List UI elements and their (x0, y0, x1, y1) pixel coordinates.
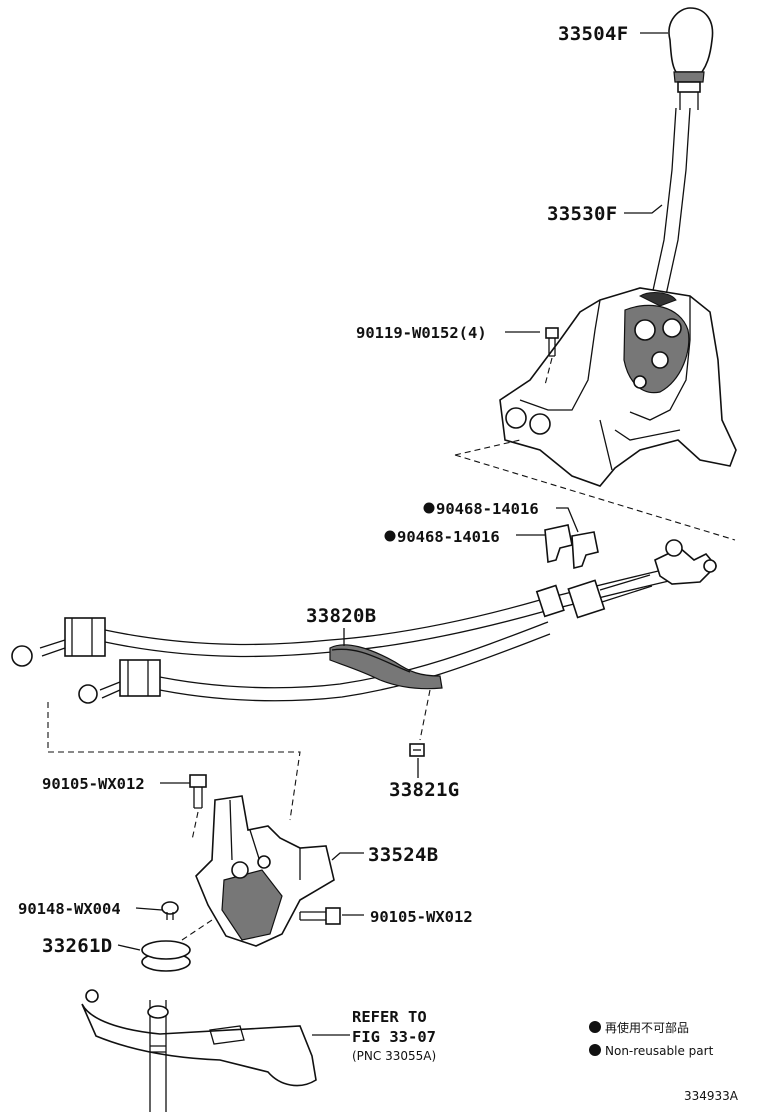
leader-lines (117, 32, 668, 1036)
shift-knob-drawing (668, 7, 714, 110)
label-bracket: 33524B (368, 844, 438, 866)
non-reusable-marker-b (384, 530, 396, 542)
label-bolt-top: 90119-W0152(4) (356, 324, 487, 342)
screw-washer-drawing (141, 901, 213, 972)
reference-line-1: REFER TO (352, 1008, 427, 1026)
clamp-drawing (409, 689, 431, 757)
label-bolt-right: 90105-WX012 (370, 908, 473, 926)
bolt-left-drawing (189, 774, 207, 841)
label-washer: 33261D (42, 935, 112, 957)
label-clip-b: 90468-14016 (397, 528, 500, 546)
bolt-top-drawing (544, 327, 559, 386)
reference-dashed-lines (47, 439, 736, 821)
bolt-right-drawing (299, 907, 341, 925)
label-lever: 33530F (547, 203, 617, 225)
reference-line-3: (PNC 33055A) (352, 1049, 436, 1063)
non-reusable-marker-a (423, 502, 435, 514)
legend-dot-jp (589, 1021, 601, 1033)
clips-drawing (544, 524, 599, 570)
shift-lever-drawing (651, 107, 691, 296)
figure-id: 334933A (684, 1089, 739, 1103)
legend-dot-en (589, 1044, 601, 1056)
label-cable: 33820B (306, 605, 376, 627)
label-screw: 90148-WX004 (18, 900, 121, 918)
reference-line-2: FIG 33-07 (352, 1028, 436, 1046)
legend-jp: 再使用不可部品 (605, 1020, 689, 1035)
label-bolt-left: 90105-WX012 (42, 775, 145, 793)
mount-bracket-drawing (195, 795, 335, 947)
shift-housing-drawing (499, 287, 737, 487)
label-clamp: 33821G (389, 779, 459, 801)
legend-en: Non-reusable part (605, 1044, 714, 1058)
shift-arm-drawing (81, 989, 317, 1112)
label-clip-a: 90468-14016 (436, 500, 539, 518)
shift-cable-drawing (11, 539, 718, 704)
label-knob: 33504F (558, 23, 628, 45)
cable-bracket-drawing (329, 644, 443, 690)
